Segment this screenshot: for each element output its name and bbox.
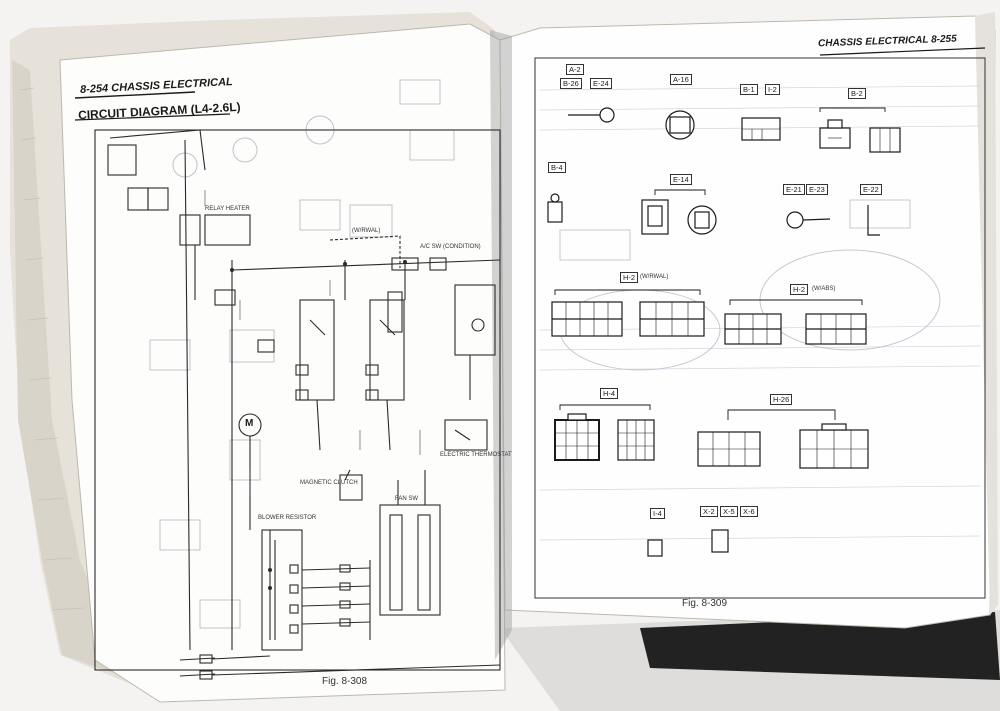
connector-tag-x6: X-6 xyxy=(740,506,758,517)
connector-note-wabs: (W/ABS) xyxy=(812,286,836,292)
connector-tag-e24: E-24 xyxy=(590,78,612,89)
connector-tag-h4: H-4 xyxy=(600,388,619,399)
fan-sw-label: FAN SW xyxy=(395,496,419,502)
connector-tag-x5: X-5 xyxy=(720,506,738,517)
connector-tag-h26: H-26 xyxy=(770,394,793,405)
relay-heater-label: RELAY HEATER xyxy=(205,206,250,212)
connector-tag-h2-rwal: H-2 xyxy=(620,272,639,283)
blower-resistor-label: BLOWER RESISTOR xyxy=(258,515,317,521)
connector-tag-i2: I-2 xyxy=(765,84,780,95)
ac-sw-label: A/C SW (CONDITION) xyxy=(420,244,481,250)
right-figure-caption: Fig. 8-309 xyxy=(682,598,728,609)
connector-tag-i4: I-4 xyxy=(650,508,665,519)
connector-tag-e23: E-23 xyxy=(806,184,828,195)
connector-tag-b1: B-1 xyxy=(740,84,758,95)
connector-tag-e22: E-22 xyxy=(860,184,882,195)
connector-tag-x2: X-2 xyxy=(700,506,718,517)
magnetic-clutch-label: MAGNETIC CLUTCH xyxy=(300,480,358,486)
connector-tag-b2: B-2 xyxy=(848,88,866,99)
connector-tag-a2: A-2 xyxy=(566,64,584,75)
connector-tag-b26: B-26 xyxy=(560,78,582,89)
connector-note-rwal: (W/RWAL) xyxy=(640,274,669,280)
connector-tag-e21: E-21 xyxy=(783,184,805,195)
connector-tag-a16: A-16 xyxy=(670,74,692,85)
left-figure-caption: Fig. 8-308 xyxy=(322,676,368,687)
connector-tag-e14: E-14 xyxy=(670,174,692,185)
connector-tag-h2-wabs: H-2 xyxy=(790,284,809,295)
motor-symbol: M xyxy=(245,418,254,429)
electric-thermostat-label: ELECTRIC THERMOSTAT xyxy=(440,452,512,458)
wrwal-label: (W/RWAL) xyxy=(352,228,381,234)
connector-tag-b4: B-4 xyxy=(548,162,566,173)
